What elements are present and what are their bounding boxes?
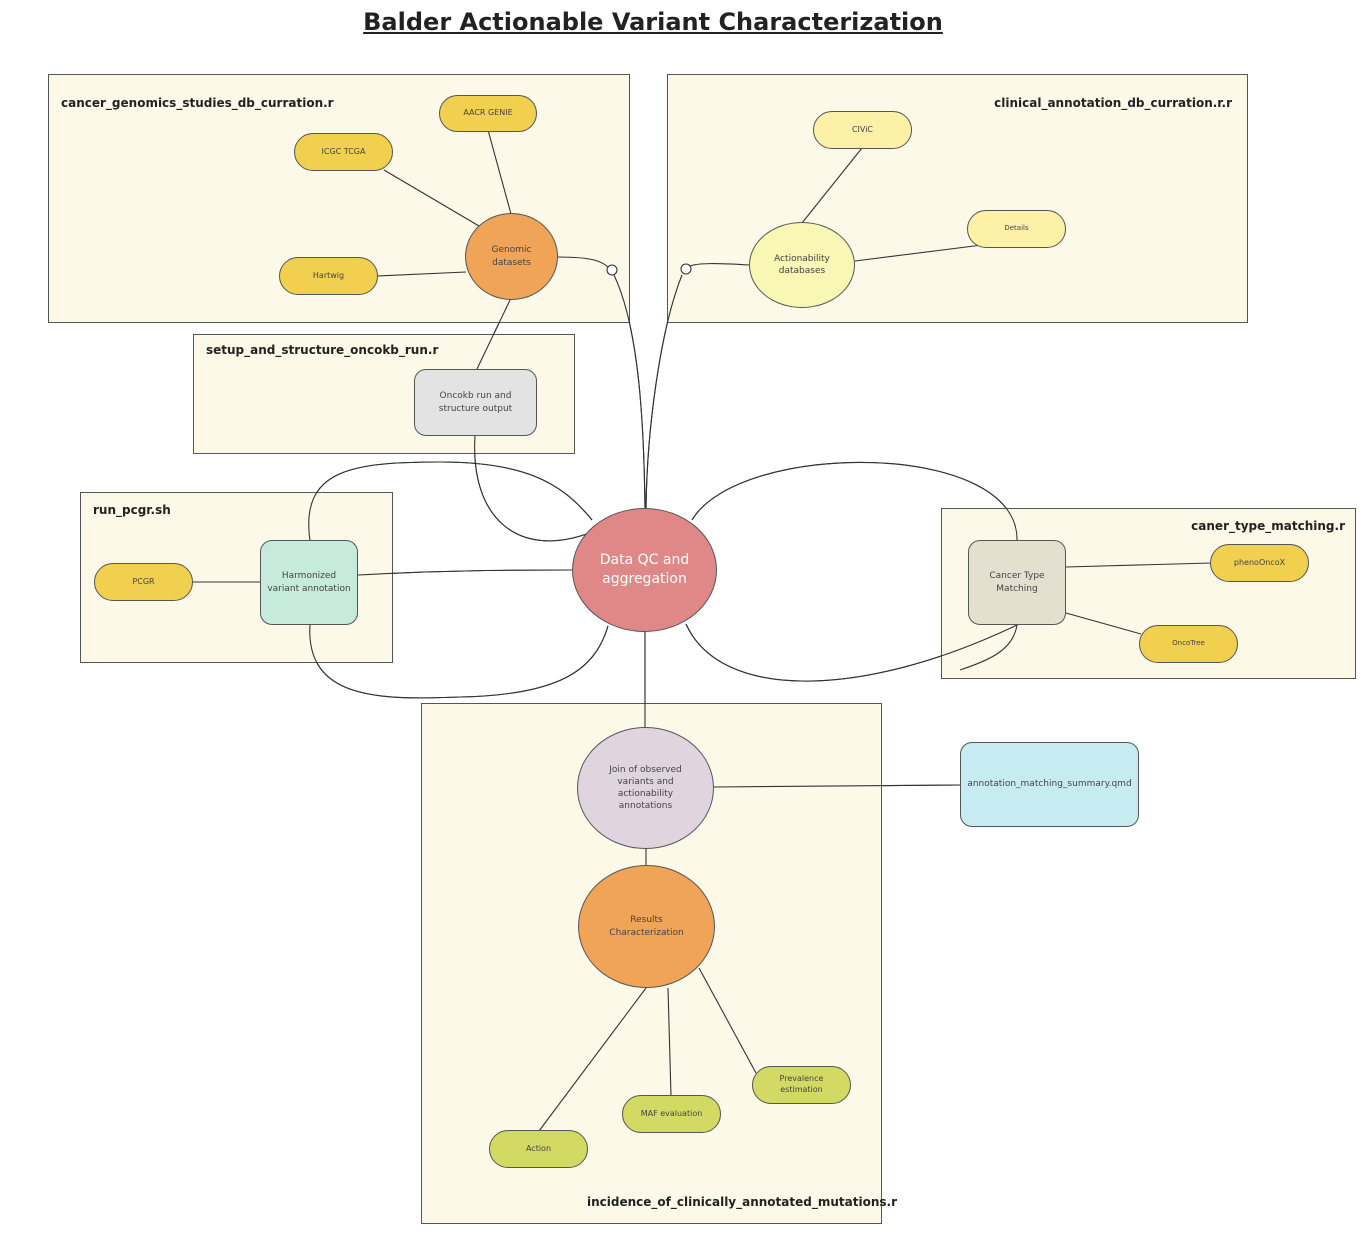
node-aacr-genie[interactable]: AACR GENIE [439, 95, 537, 132]
node-icgc-tcga[interactable]: ICGC TCGA [294, 133, 393, 171]
group-label-cancer-type: caner_type_matching.r [1191, 519, 1345, 533]
node-cancer-type-matching[interactable]: Cancer Type Matching [968, 540, 1066, 625]
group-label-clinical-annotation: clinical_annotation_db_curration.r.r [994, 96, 1232, 110]
node-join-observed-variants[interactable]: Join of observed variants and actionabil… [577, 727, 714, 849]
node-oncokb-run[interactable]: Oncokb run and structure output [414, 369, 537, 436]
node-details[interactable]: Details [967, 210, 1066, 248]
node-prevalence-estimation[interactable]: Prevalence estimation [752, 1066, 851, 1104]
group-label-oncokb: setup_and_structure_oncokb_run.r [206, 343, 439, 357]
node-phenooncox[interactable]: phenoOncoX [1210, 544, 1309, 582]
node-actionability-databases[interactable]: Actionability databases [749, 222, 855, 308]
node-results-characterization[interactable]: Results Characterization [578, 865, 715, 988]
node-harmonized-variant-annotation[interactable]: Harmonized variant annotation [260, 540, 358, 625]
group-label-incidence: incidence_of_clinically_annotated_mutati… [587, 1195, 897, 1209]
group-label-cancer-genomics: cancer_genomics_studies_db_curration.r [61, 96, 334, 110]
node-oncotree[interactable]: OncoTree [1139, 625, 1238, 663]
node-maf-evaluation[interactable]: MAF evaluation [622, 1095, 721, 1133]
diagram-title: Balder Actionable Variant Characterizati… [363, 8, 943, 36]
node-pcgr[interactable]: PCGR [94, 563, 193, 601]
node-action[interactable]: Action [489, 1130, 588, 1168]
node-annotation-matching-summary[interactable]: annotation_matching_summary.qmd [960, 742, 1139, 827]
node-data-qc-aggregation[interactable]: Data QC and aggregation [572, 508, 717, 632]
node-hartwig[interactable]: Hartwig [279, 257, 378, 295]
group-label-pcgr: run_pcgr.sh [93, 503, 171, 517]
node-genomic-datasets[interactable]: Genomic datasets [465, 213, 558, 300]
node-civic[interactable]: CIViC [813, 111, 912, 149]
